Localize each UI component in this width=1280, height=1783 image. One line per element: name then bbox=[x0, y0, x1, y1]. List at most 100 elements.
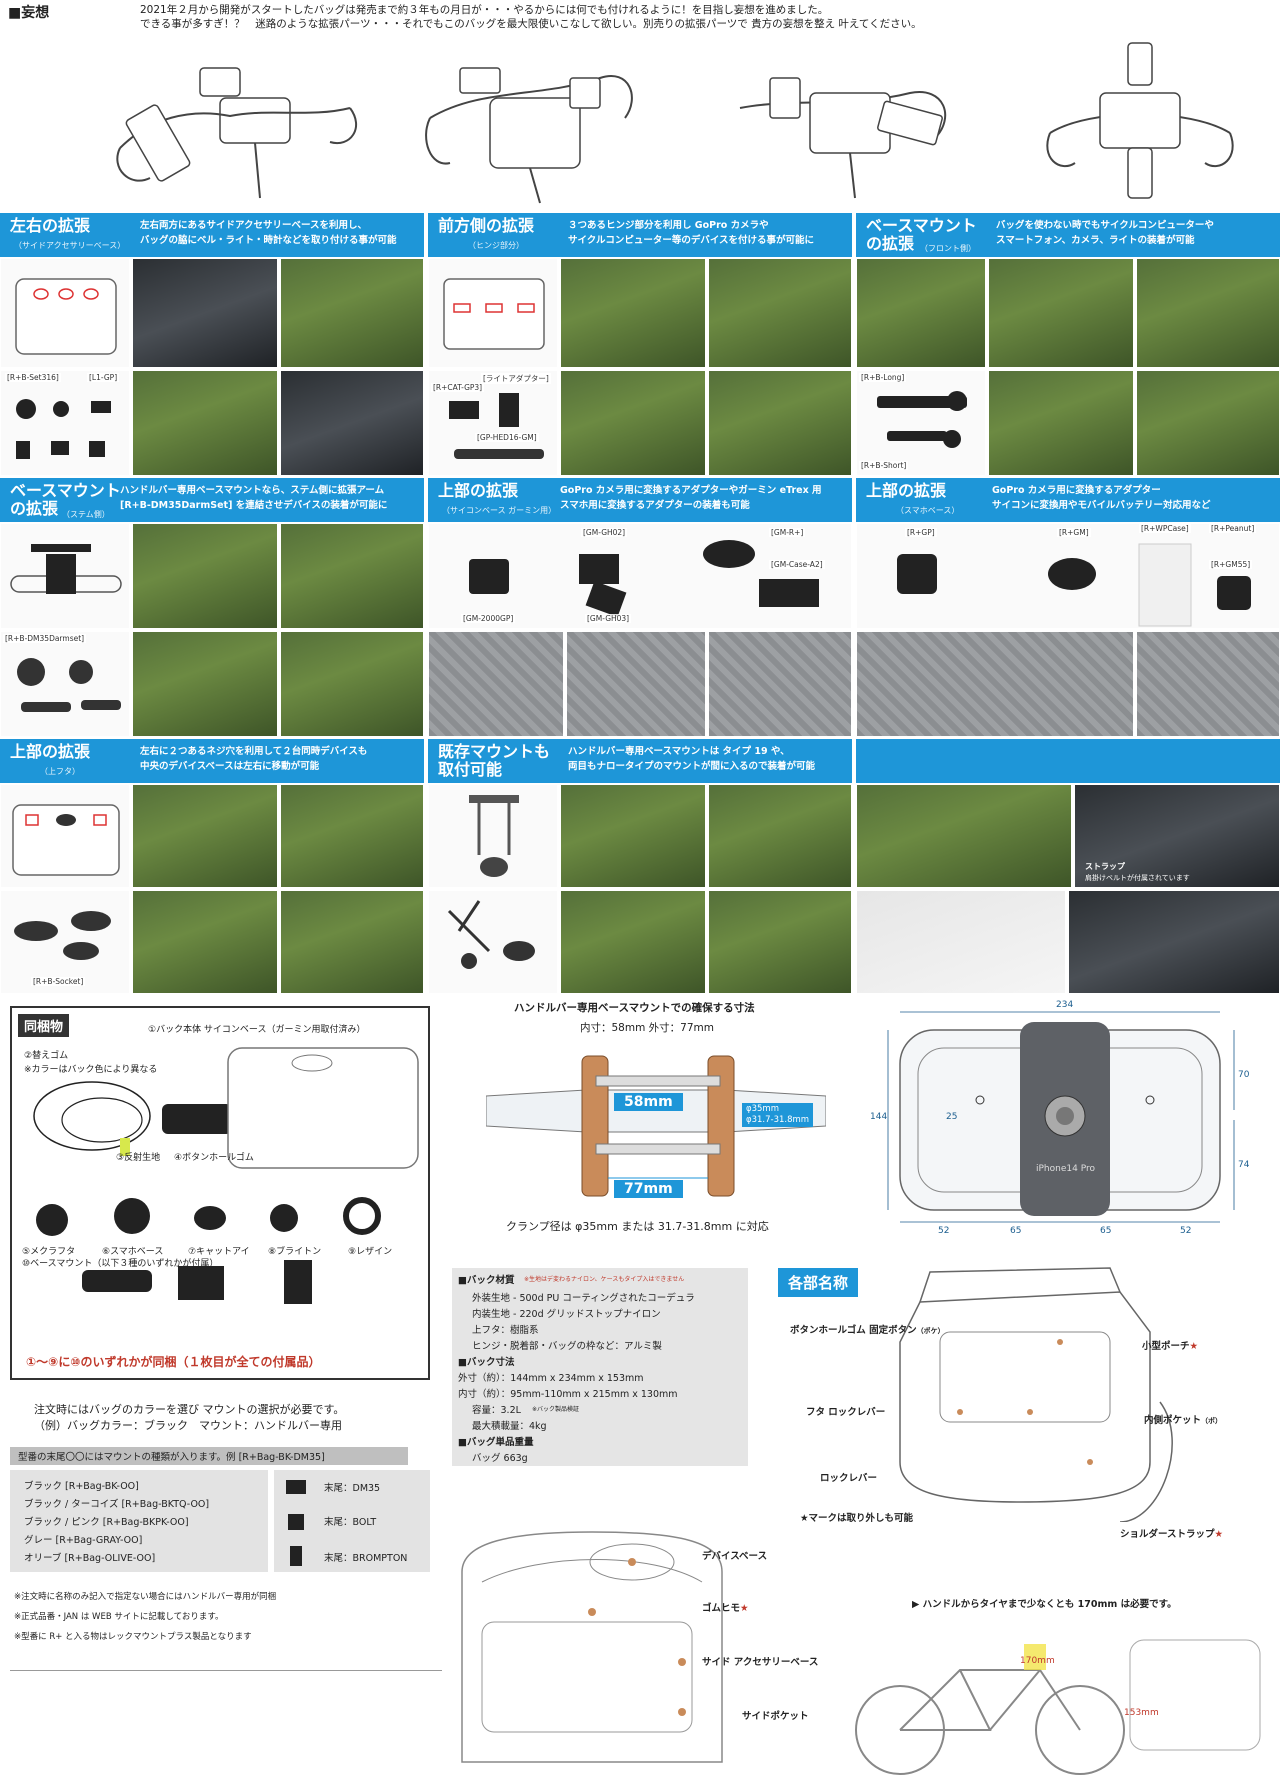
color-item: ブラック [R+Bag-BK-OO] bbox=[24, 1481, 139, 1492]
contents-item: ⑤メクラフタ bbox=[22, 1247, 76, 1257]
photo bbox=[132, 258, 278, 368]
parts-icons bbox=[17, 658, 121, 712]
photo bbox=[132, 784, 278, 888]
part-label: [L1-GP] bbox=[87, 373, 120, 382]
color-item: ブラック / ターコイズ [R+Bag-BKTQ-OO] bbox=[24, 1499, 210, 1510]
photo-parts: [R+B-DM35Darmset] bbox=[0, 631, 130, 737]
photo bbox=[988, 370, 1134, 476]
parts-icons bbox=[16, 399, 111, 459]
desc-line: GoPro カメラ用に変換するアダプターやガーミン eTrex 用 bbox=[560, 485, 822, 496]
callout-shoulder-strap: ショルダーストラップ★ bbox=[1120, 1529, 1224, 1540]
mount-item: 末尾：BROMPTON bbox=[324, 1553, 408, 1564]
photo bbox=[280, 258, 424, 368]
section-subtitle: （ステム側） bbox=[62, 510, 110, 519]
photo bbox=[988, 258, 1134, 368]
part-label: [GP-HED16-GM] bbox=[475, 433, 539, 442]
section-title: 上部の拡張 bbox=[438, 481, 519, 500]
photo bbox=[428, 631, 564, 737]
desc-line: 左右両方にあるサイドアクセサリーベースを利用し、 bbox=[140, 220, 368, 231]
callout-elastic: ゴムヒモ★ bbox=[702, 1603, 749, 1614]
part-label: [R+B-Long] bbox=[859, 373, 907, 382]
contents-item: ③反射生地 bbox=[116, 1153, 161, 1163]
color-item: オリーブ [R+Bag-OLIVE-OO] bbox=[24, 1553, 156, 1564]
dim-77: 77mm bbox=[614, 1180, 683, 1198]
photo-bag-sides bbox=[0, 258, 130, 368]
contents-item: ⑨レザイン bbox=[348, 1247, 393, 1257]
spec-line: 上フタ：樹脂系 bbox=[472, 1325, 539, 1336]
photo-bag-front bbox=[428, 258, 558, 368]
section-title: 左右の拡張 bbox=[10, 216, 91, 235]
section-header-top-lid: 上部の拡張 （上フタ） 左右に２つあるネジ穴を利用して２台同時デバイスも 中央の… bbox=[0, 739, 424, 783]
part-label: [R+CAT-GP3] bbox=[431, 383, 485, 392]
section-header-top-garmin: 上部の拡張 （サイコンベース ガーミン用） GoPro カメラ用に変換するアダプ… bbox=[428, 478, 852, 522]
part-label: [R+B-Socket] bbox=[31, 977, 86, 986]
sketch-3 bbox=[739, 77, 947, 199]
section-description: ３つあるヒンジ部分を利用し GoPro カメラや サイクルコンピューター等のデバ… bbox=[568, 218, 848, 248]
section-header-existing-mount: 既存マウントも取付可能 ハンドルバー専用ベースマウントは タイプ 19 や、 両… bbox=[428, 739, 852, 783]
desc-line: ３つあるヒンジ部分を利用し GoPro カメラや bbox=[568, 220, 769, 231]
desc-line: ハンドルバー専用ベースマウントは タイプ 19 や、 bbox=[568, 746, 790, 757]
section-title: 上部の拡張 bbox=[866, 481, 947, 500]
strap-label: ストラップ bbox=[1085, 862, 1125, 871]
part-label: [R+Peanut] bbox=[1209, 524, 1257, 533]
spec-line: 内装生地 - 220d グリッドストップナイロン bbox=[472, 1309, 661, 1320]
contents-item: ④ボタンホールゴム bbox=[174, 1153, 254, 1163]
dim-b1: 52 bbox=[938, 1226, 950, 1236]
intro-text: 2021年２月から開発がスタートしたバッグは発売まで約３年もの月日が・・・やるか… bbox=[140, 3, 1270, 31]
bike-dim-170: 170mm bbox=[1020, 1656, 1055, 1666]
intro-title: ■妄想 bbox=[8, 5, 50, 21]
spec-line: 容量：3.2L bbox=[472, 1405, 521, 1416]
photo bbox=[856, 890, 1066, 994]
photo bbox=[566, 631, 706, 737]
photo bbox=[132, 631, 278, 737]
section-header-top-phone: 上部の拡張 （スマホベース） GoPro カメラ用に変換するアダプター サイコン… bbox=[856, 478, 1280, 522]
dia-label: φ35mm φ31.7-31.8mm bbox=[742, 1103, 814, 1127]
dim-bottom: 74 bbox=[1238, 1160, 1250, 1170]
dim-center: 25 bbox=[946, 1112, 958, 1122]
photo bbox=[560, 784, 706, 888]
desc-line: 左右に２つあるネジ穴を利用して２台同時デバイスも bbox=[140, 746, 368, 757]
contents-item: ※カラーはバック色により異なる bbox=[24, 1065, 158, 1075]
strap-label: 肩掛けベルトが付属されています bbox=[1085, 874, 1190, 882]
photo-strap: ストラップ 肩掛けベルトが付属されています bbox=[1074, 784, 1280, 888]
parts-icons bbox=[449, 393, 544, 459]
spec-head: ■バッグ単品重量 bbox=[458, 1437, 534, 1448]
spec-head: ■バック寸法 bbox=[458, 1357, 515, 1368]
photo bbox=[1136, 370, 1280, 476]
bag-dimension-diagram bbox=[887, 1011, 1235, 1223]
spec-line: 外寸（約）：144mm x 234mm x 153mm bbox=[458, 1373, 644, 1384]
desc-line: ハンドルバー専用ベースマウントなら、ステム側に拡張アーム bbox=[120, 485, 385, 496]
photo-mount bbox=[428, 890, 558, 994]
part-label: [R+GM] bbox=[1057, 528, 1091, 537]
photo bbox=[560, 370, 706, 476]
part-label: [R+B-Short] bbox=[859, 461, 909, 470]
lid-diagram bbox=[12, 804, 120, 876]
photo bbox=[708, 258, 852, 368]
desc-line: スマホ用に変換するアダプターの装着も可能 bbox=[560, 500, 750, 511]
dim-b3: 65 bbox=[1100, 1226, 1112, 1236]
contents-note: ①〜⑨に⑩のいずれかが同梱（１枚目が全ての付属品） bbox=[26, 1355, 321, 1369]
section-title: 既存マウントも取付可能 bbox=[438, 742, 551, 779]
callout-star-note: ★マークは取り外しも可能 bbox=[800, 1513, 914, 1524]
sketch-4 bbox=[1046, 42, 1234, 199]
order-line: 注文時にはバッグのカラーを選び マウントの選択が必要です。 bbox=[34, 1403, 345, 1416]
part-label: [GM-R+] bbox=[769, 528, 806, 537]
section-subtitle: （ヒンジ部分） bbox=[468, 241, 524, 250]
photo bbox=[708, 631, 852, 737]
order-line: （例）バッグカラー：ブラック マウント：ハンドルバー専用 bbox=[34, 1419, 342, 1432]
photo bbox=[280, 890, 424, 994]
part-label: [GM-GH03] bbox=[585, 614, 632, 623]
photo-parts: [R+B-Long] [R+B-Short] bbox=[856, 370, 986, 476]
photo bbox=[560, 258, 706, 368]
section-subtitle: （サイコンベース ガーミン用） bbox=[442, 506, 557, 515]
footnote: ※正式品番・JAN は WEB サイトに記載しております。 bbox=[14, 1612, 224, 1622]
part-label: [R+WPCase] bbox=[1139, 524, 1191, 533]
mount-item: 末尾：BOLT bbox=[324, 1517, 377, 1528]
photo bbox=[856, 631, 1134, 737]
color-list: ブラック [R+Bag-BK-OO] ブラック / ターコイズ [R+Bag-B… bbox=[10, 1470, 268, 1572]
desc-line: バッグを使わない時でもサイクルコンピューターや bbox=[996, 220, 1214, 231]
contents-box: 同梱物 ①バック本体 サイコンベース（ガーミン用取付済み） ②替えゴム ※カラー… bbox=[10, 1006, 430, 1380]
section-subtitle: （スマホベース） bbox=[896, 506, 960, 515]
callout-side-pocket: サイドポケット bbox=[742, 1711, 809, 1722]
section-description: ハンドルバー専用ベースマウントなら、ステム側に拡張アーム [R+B-DM35Da… bbox=[120, 483, 420, 513]
